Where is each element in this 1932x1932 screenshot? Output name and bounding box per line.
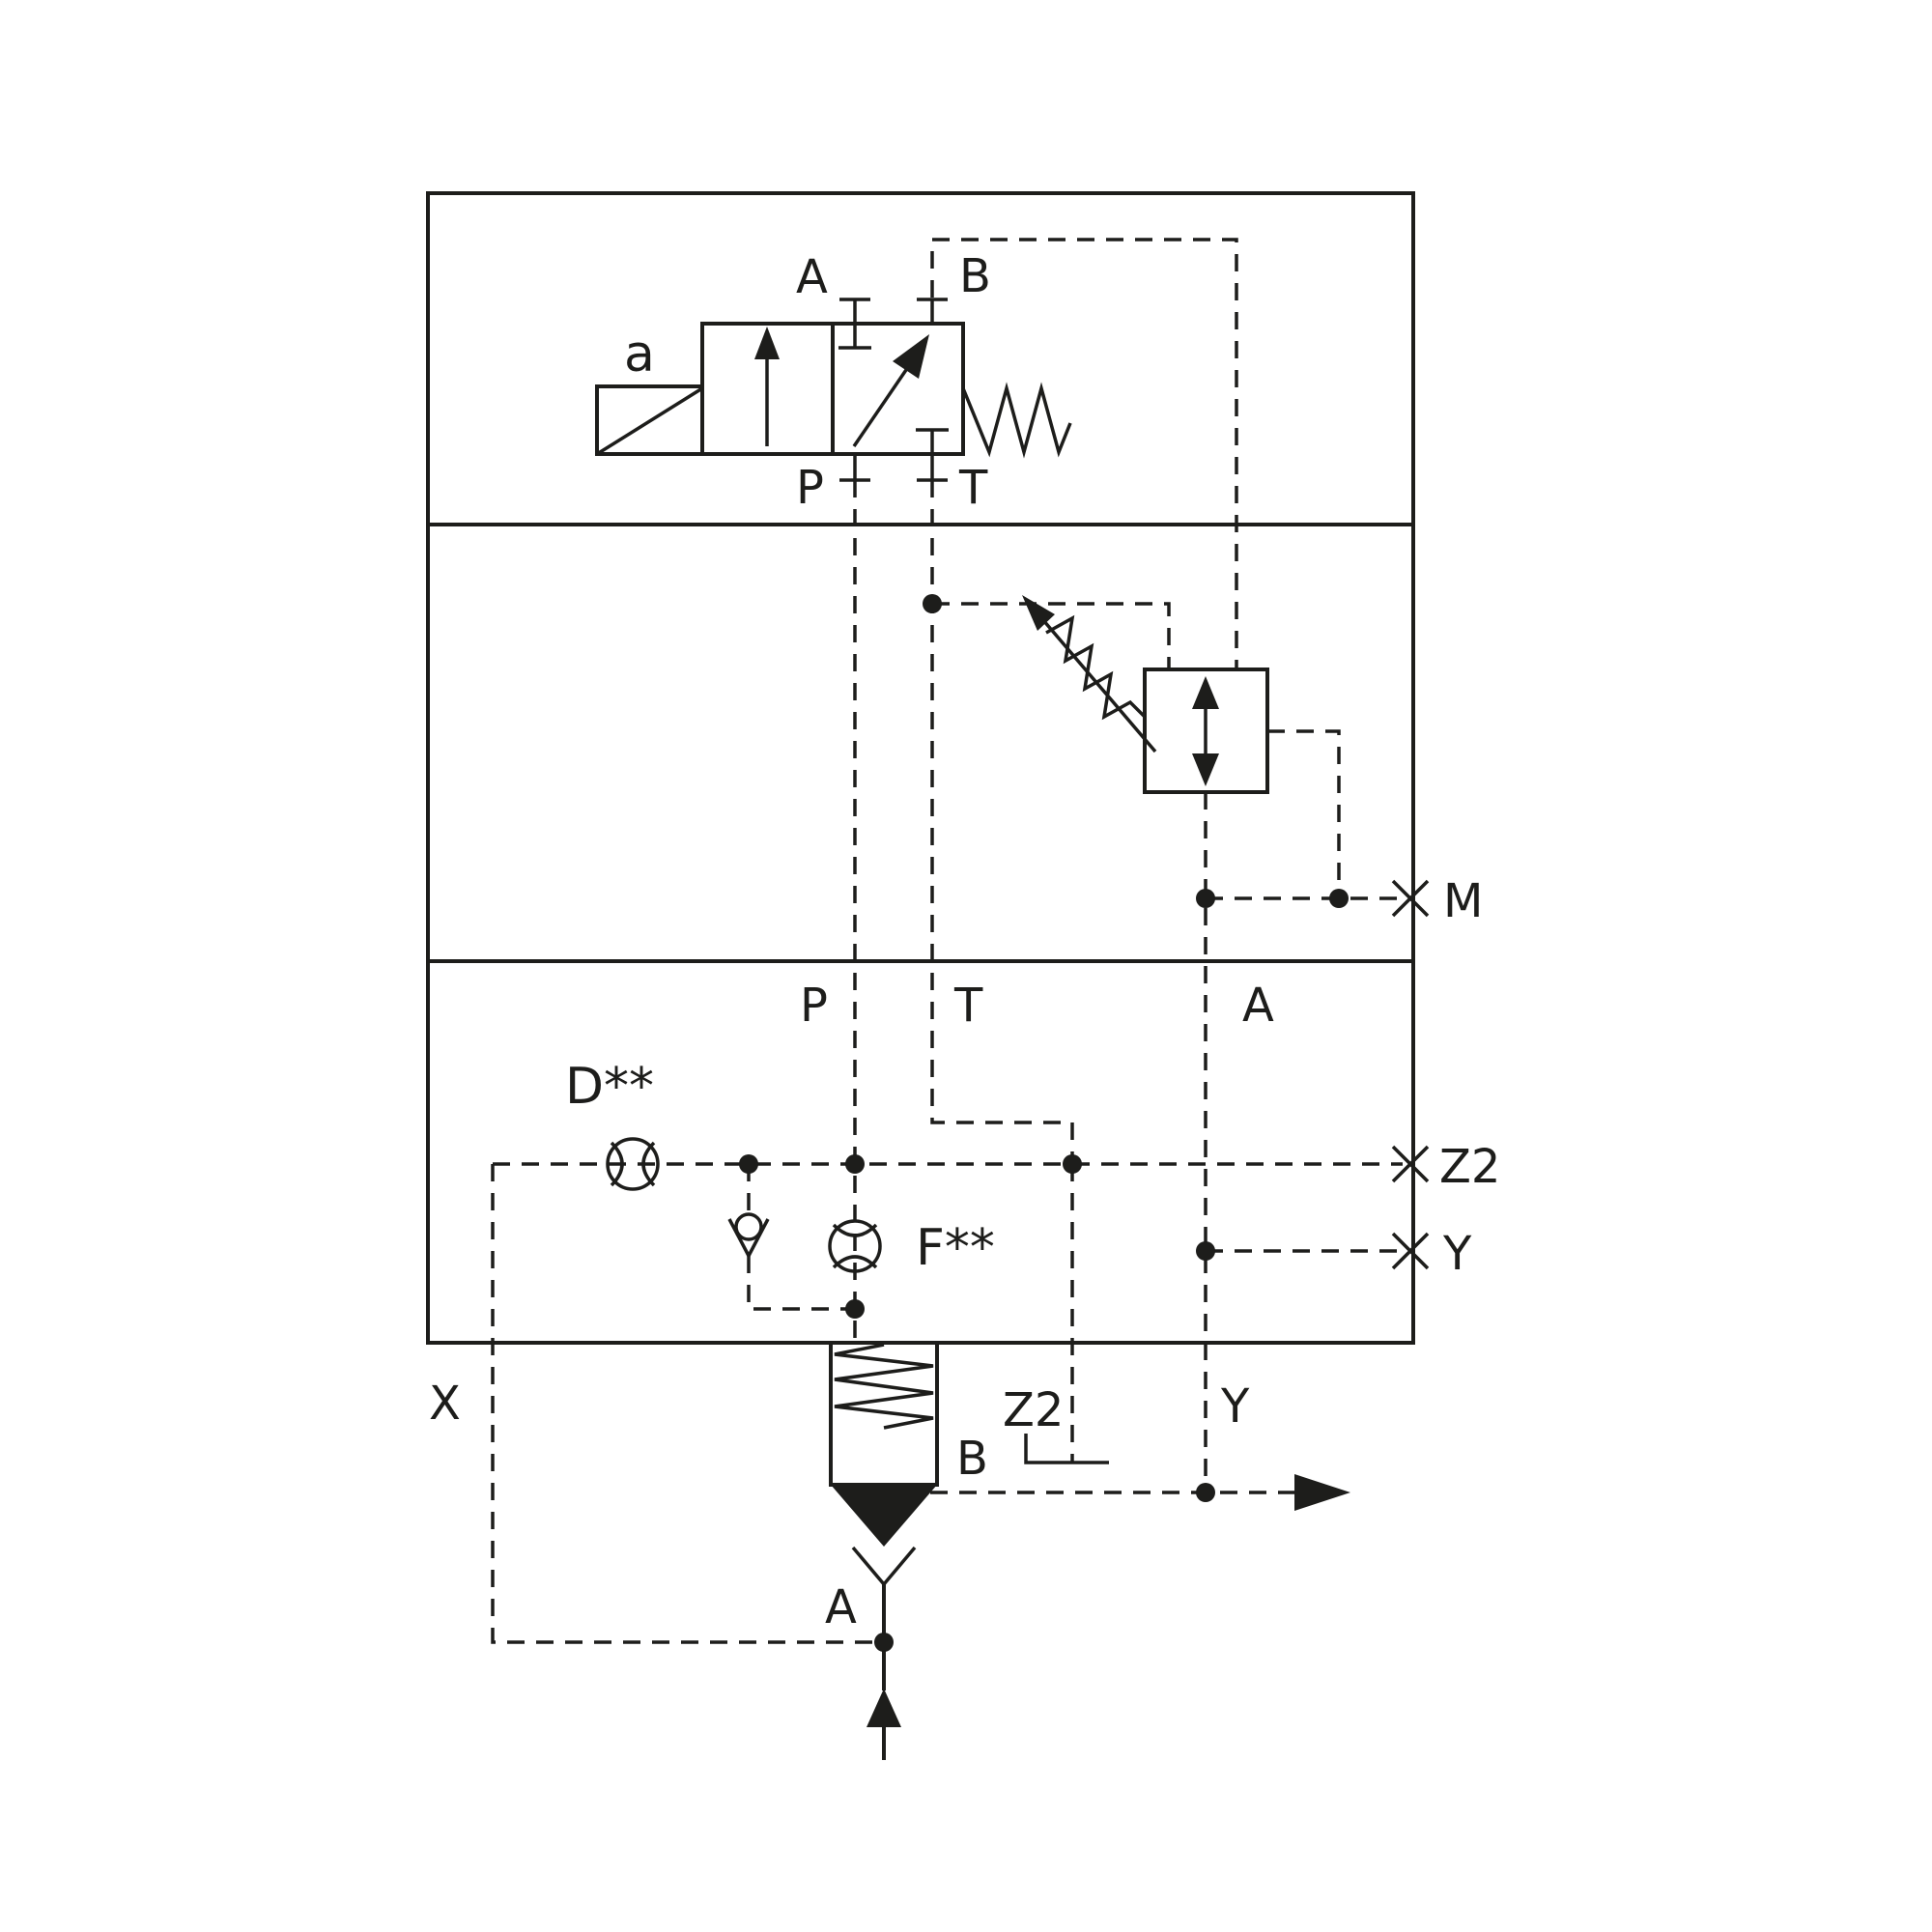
relief-spring: [1045, 614, 1147, 721]
orifice-d-waist-left: [610, 1141, 624, 1187]
solenoid-slash: [596, 386, 703, 456]
label-valve-port-p: P: [796, 461, 824, 515]
label-valve-port-a: A: [796, 250, 828, 304]
check-valve-seat-right: [747, 1218, 770, 1257]
cartridge-spring: [834, 1343, 934, 1430]
cartridge-seat-left: [851, 1546, 886, 1586]
flow-arrow-a-head: [867, 1689, 901, 1727]
junction-dots: [739, 594, 1349, 1652]
label-orifice-d: D**: [565, 1058, 654, 1116]
m-branch-line: [1267, 729, 1341, 898]
check-valve: [727, 1212, 770, 1257]
label-orifice-f: F**: [916, 1219, 995, 1277]
label-port-z2-bottom: Z2: [1003, 1383, 1064, 1437]
orifice-f-waist-top: [832, 1223, 878, 1237]
port-marker-z2-stroke2: [1391, 1145, 1430, 1183]
pilot-line-b: [930, 238, 1238, 669]
label-manifold-port-t: T: [953, 979, 983, 1033]
port-marker-y-stroke2: [1391, 1232, 1430, 1270]
check-valve-seat-left: [727, 1218, 751, 1257]
flow-arrow-b-head: [1294, 1474, 1350, 1511]
orifice-d: [606, 1137, 660, 1191]
valve-position-right: [831, 322, 965, 456]
directional-valve: [595, 298, 1072, 482]
orifice-d-circle: [606, 1137, 660, 1191]
label-port-y-side: Y: [1442, 1227, 1472, 1281]
cartridge-poppet: [831, 1485, 937, 1547]
labels: a A B P T P T A D** F** M Z2 Y X Z2 Y B …: [429, 249, 1500, 1634]
label-manifold-port-p: P: [800, 979, 828, 1033]
check-valve-ball: [734, 1212, 763, 1241]
label-cartridge-port-a: A: [825, 1580, 857, 1634]
orifice-d-waist-right: [641, 1141, 656, 1187]
relief-pilot-line: [932, 602, 1171, 669]
label-manifold-port-a: A: [1242, 979, 1274, 1033]
junction-dot: [1063, 1154, 1082, 1174]
junction-dot: [1329, 889, 1349, 908]
z2-plug-bracket: [1024, 1434, 1109, 1464]
junction-dot: [845, 1299, 865, 1319]
junction-dot: [739, 1154, 758, 1174]
relief-arrow-head-up: [1192, 676, 1219, 709]
relief-arrow-head-down: [1192, 753, 1219, 786]
orifice-f-circle: [828, 1219, 882, 1273]
junction-dot: [1196, 1241, 1215, 1261]
solenoid-symbol: [595, 384, 704, 456]
label-solenoid-a: a: [624, 326, 655, 384]
port-marker-m: [1391, 879, 1430, 918]
port-marker-m-stroke2: [1391, 879, 1430, 918]
junction-dot: [1196, 889, 1215, 908]
relief-adjust-arrow-shaft: [1041, 618, 1157, 753]
x-pilot-line: [491, 1164, 884, 1644]
valve-left-arrow-head: [754, 327, 780, 359]
label-port-x: X: [429, 1377, 461, 1431]
junction-dot: [845, 1154, 865, 1174]
port-marker-y: [1391, 1232, 1430, 1270]
label-cartridge-port-b: B: [956, 1432, 988, 1486]
junction-dot: [923, 594, 942, 613]
valve-right-arrow-shaft: [852, 366, 910, 447]
flow-arrows: [867, 1474, 1350, 1760]
junction-dot: [874, 1633, 894, 1652]
orifice-f-waist-bottom: [832, 1255, 878, 1269]
junction-dot: [1196, 1483, 1215, 1502]
check-valve-branch-lower: [747, 1256, 855, 1311]
label-port-z2-side: Z2: [1439, 1140, 1500, 1194]
pilot-line-t: [930, 480, 1074, 1164]
relief-adjust-arrow-head: [1022, 595, 1055, 631]
label-port-y-bottom: Y: [1220, 1379, 1250, 1434]
label-valve-port-b: B: [959, 249, 991, 303]
pilot-lines: [491, 238, 1403, 1644]
valve-right-arrow-head: [893, 334, 929, 379]
label-valve-port-t: T: [958, 461, 988, 515]
valve-return-spring: [961, 382, 1072, 459]
label-port-m: M: [1443, 874, 1483, 928]
pilot-relief-valve: [1022, 595, 1269, 794]
orifice-f: [828, 1219, 882, 1273]
cartridge-seat-right: [882, 1546, 917, 1586]
port-markers: [1024, 879, 1430, 1464]
port-marker-z2: [1391, 1145, 1430, 1183]
relief-valve-body: [1143, 668, 1269, 794]
